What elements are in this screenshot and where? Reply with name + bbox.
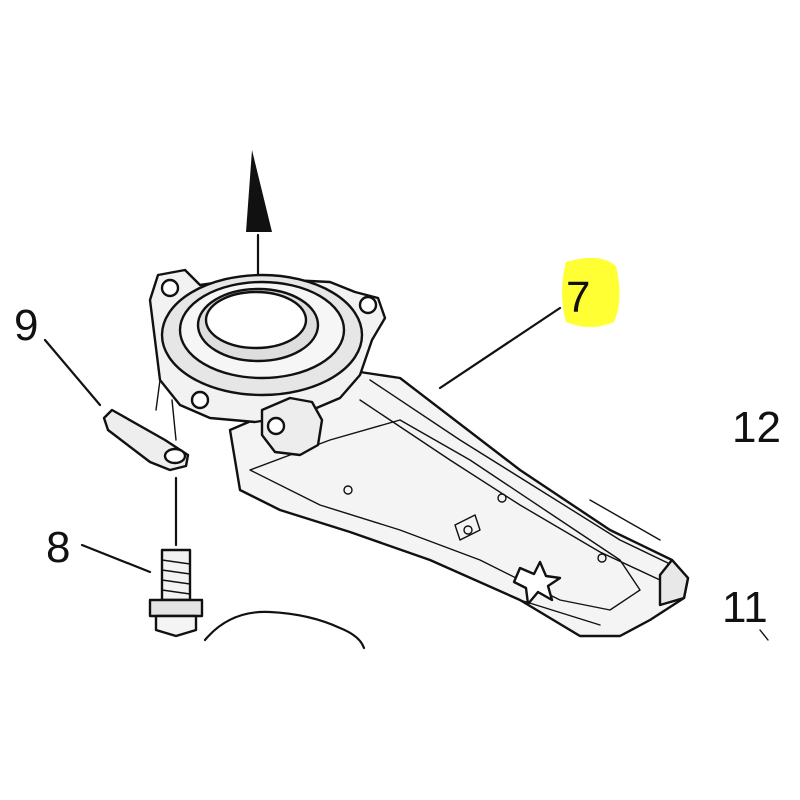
callout-7: 7 bbox=[566, 273, 590, 322]
callout-12: 12 bbox=[732, 403, 781, 452]
gasket-plate-part bbox=[102, 408, 190, 472]
partial-part-outline bbox=[203, 610, 366, 650]
callout-9: 9 bbox=[14, 301, 38, 350]
housing-part bbox=[148, 268, 690, 638]
callout-8: 8 bbox=[46, 523, 70, 572]
leader-line-11 bbox=[759, 629, 769, 641]
leader-line-7 bbox=[438, 306, 562, 390]
callout-7-highlight bbox=[562, 257, 620, 327]
leader-line-9 bbox=[43, 338, 102, 407]
bolt-part bbox=[148, 476, 204, 638]
leader-line-8 bbox=[80, 543, 152, 574]
callout-11: 11 bbox=[722, 583, 768, 632]
